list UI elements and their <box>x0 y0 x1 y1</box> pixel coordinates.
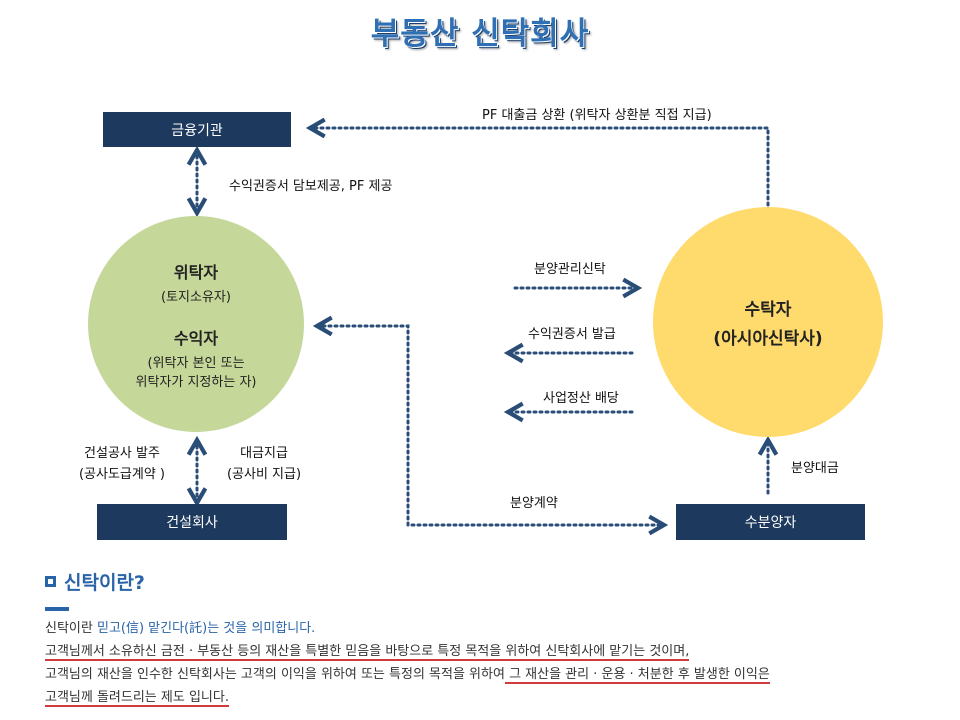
section-accent-bar <box>45 607 69 611</box>
label-construction-order-1: 건설공사 발주 <box>84 446 160 461</box>
page-title: 부동산 신탁회사 <box>370 16 590 52</box>
construction-company-box: 건설회사 <box>97 504 287 540</box>
entrustor-label: 위탁자 <box>173 262 219 282</box>
label-dividend: 사업정산 배당 <box>543 391 619 406</box>
trustee-label: 수탁자 <box>744 300 792 320</box>
explain-line-3b: 그 재산을 관리 · 운용 · 처분한 후 발생한 이익은 <box>504 667 770 684</box>
entrustor-circle: 위탁자 (토지소유자) 수익자 (위탁자 본인 또는 위탁자가 지정하는 자) <box>88 216 304 432</box>
explain-line-4-text: 고객님께 돌려드리는 제도 입니다. <box>45 690 229 707</box>
explain-line-1a: 신탁이란 <box>45 621 97 636</box>
explain-line-2: 고객님께서 소유하신 금전 · 부동산 등의 재산을 특별한 믿음을 바탕으로 … <box>45 640 925 663</box>
flow-arrows <box>0 0 960 560</box>
explain-line-1b: 믿고(信) 맡긴다(託) <box>96 621 208 636</box>
explain-line-2-text: 고객님께서 소유하신 금전 · 부동산 등의 재산을 특별한 믿음을 바탕으로 … <box>45 644 690 661</box>
arrow-sale-contract <box>317 326 664 525</box>
section-title: 신탁이란? <box>64 572 145 594</box>
explain-line-3a: 고객님의 재산을 인수한 신탁회사는 고객의 이익을 위하여 또는 특정의 목적… <box>45 667 505 682</box>
explain-line-1c: 는 것을 의미합니다. <box>207 621 316 636</box>
section-header: 신탁이란? <box>45 568 925 595</box>
trustee-sub: (아시아신탁사) <box>713 329 823 349</box>
label-construction-order: 건설공사 발주 (공사도급계약 ) <box>60 442 184 482</box>
entrustor-sub: (토지소유자) <box>161 289 231 305</box>
explain-line-3: 고객님의 재산을 인수한 신탁회사는 고객의 이익을 위하여 또는 특정의 목적… <box>45 663 925 686</box>
explain-line-4: 고객님께 돌려드리는 제도 입니다. <box>45 686 925 709</box>
label-payment-1: 대금지급 <box>240 446 288 461</box>
label-sale-contract: 분양계약 <box>510 496 558 511</box>
label-certificate: 수익권증서 발급 <box>528 327 616 342</box>
financial-institution-box: 금융기관 <box>103 112 291 147</box>
label-sale-trust: 분양관리신탁 <box>534 262 606 277</box>
label-sale-payment: 분양대금 <box>791 461 839 476</box>
label-payment-2: (공사비 지급) <box>226 467 302 482</box>
beneficiary-sub-2: 위탁자가 지정하는 자) <box>135 374 257 390</box>
beneficiary-label: 수익자 <box>173 328 219 348</box>
label-pf-repay: PF 대출금 상환 (위탁자 상환분 직접 지급) <box>482 108 712 123</box>
label-construction-order-2: (공사도급계약 ) <box>78 467 166 482</box>
square-icon <box>45 576 56 587</box>
explain-line-1: 신탁이란 믿고(信) 맡긴다(託)는 것을 의미합니다. <box>45 617 925 640</box>
beneficiary-sub-1: (위탁자 본인 또는 <box>147 355 245 371</box>
label-payment: 대금지급 (공사비 지급) <box>212 442 316 482</box>
trust-explanation: 신탁이란? 신탁이란 믿고(信) 맡긴다(託)는 것을 의미합니다. 고객님께서… <box>45 568 925 709</box>
arrow-pf-repay <box>310 128 770 207</box>
buyer-box: 수분양자 <box>676 504 865 540</box>
label-collateral: 수익권증서 담보제공, PF 제공 <box>229 179 393 194</box>
trustee-circle: 수탁자 (아시아신탁사) <box>653 207 883 437</box>
